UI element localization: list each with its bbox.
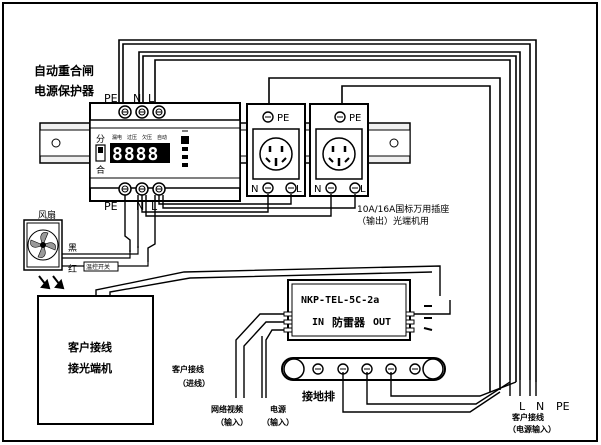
power-in-line1: 电源	[270, 404, 286, 414]
socket-right: PE N L	[309, 103, 369, 197]
socket-right-pe: PE	[349, 113, 361, 124]
switch-off-label: 分	[96, 134, 105, 145]
client-in-line2: （进线）	[178, 378, 210, 388]
breaker-top-pe: PE	[104, 92, 118, 105]
client-power-l: L	[519, 400, 526, 413]
client-in-line1: 客户接线	[171, 364, 204, 374]
panel-label-under: 欠压	[142, 134, 152, 141]
surge-out: OUT	[373, 317, 391, 328]
breaker: 分 合 漏电 过压 欠压 自动 8888 PE N L PE N L	[89, 92, 241, 213]
thermo-switch-label: 温控开关	[86, 263, 110, 271]
network-video-line1: 网络视频	[211, 404, 243, 414]
panel-label-over: 过压	[127, 134, 137, 141]
client-box	[37, 295, 154, 425]
network-video-line2: （输入）	[216, 417, 248, 427]
thermo-switch	[83, 261, 119, 272]
surge-in: IN	[312, 317, 324, 328]
socket-left-l: L	[296, 184, 302, 195]
airflow-arrows	[38, 275, 65, 290]
wire-red-label: 红	[68, 263, 77, 275]
top-wiring	[118, 39, 537, 392]
socket-right-n: N	[314, 184, 321, 195]
switch-on-label: 合	[96, 164, 105, 176]
client-power-pe: PE	[556, 400, 570, 413]
panel-label-auto: 自动	[157, 134, 167, 141]
fan-label: 风扇	[38, 209, 56, 221]
breaker-display	[110, 143, 170, 163]
display-digits: 8888	[112, 144, 159, 165]
socket-caption-line2: （输出）光端机用	[357, 215, 429, 227]
ground-bar-label: 接地排	[302, 389, 335, 403]
breaker-bottom-pe: PE	[104, 200, 118, 213]
breaker-top-l: L	[148, 92, 155, 105]
breaker-socket-wiring	[124, 194, 356, 262]
wire-black-label: 黑	[68, 243, 77, 254]
socket-left-pe: PE	[277, 113, 289, 124]
title-line2: 电源保护器	[34, 83, 95, 98]
breaker-top-n: N	[133, 92, 141, 105]
socket-left-n: N	[251, 184, 258, 195]
surge-name: 防雷器	[332, 315, 366, 329]
surge-protector: NKP-TEL-5C-2a IN 防雷器 OUT	[283, 279, 415, 341]
fan	[23, 219, 63, 271]
ground-bar	[281, 357, 446, 381]
client-power-line1: 客户接线	[511, 412, 544, 422]
client-box-line1: 客户接线	[67, 340, 112, 354]
client-box-line2: 接光端机	[68, 361, 112, 375]
socket-left: PE N L	[246, 103, 306, 197]
breaker-bottom-n: N	[136, 200, 144, 213]
client-power-line2: （电源输入）	[508, 424, 556, 434]
surge-model: NKP-TEL-5C-2a	[301, 295, 379, 306]
panel-label-leak: 漏电	[112, 134, 122, 141]
title-line1: 自动重合闸	[34, 63, 94, 78]
socket-caption-line1: 10A/16A国标万用插座	[357, 203, 449, 215]
client-power-n: N	[536, 400, 544, 413]
power-in-line2: （输入）	[262, 417, 294, 427]
socket-right-l: L	[360, 184, 366, 195]
